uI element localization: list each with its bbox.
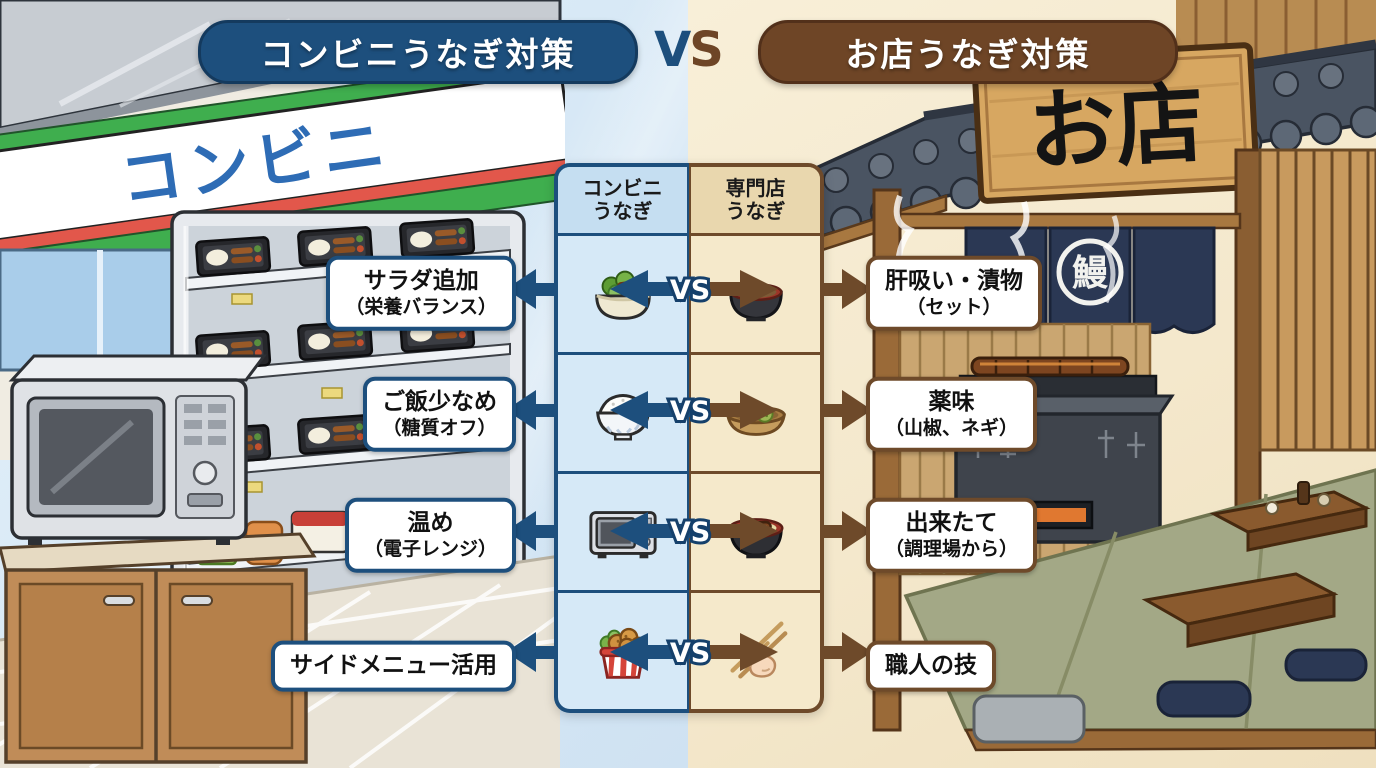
label-line1: ご飯少なめ [382, 388, 497, 415]
grilled-eel [970, 356, 1130, 377]
label-line1: サイドメニュー活用 [290, 652, 497, 679]
vs-label: VS [670, 638, 710, 669]
convenience-banner: コンビニうなぎ対策 [198, 20, 638, 84]
label-line2: （調理場から） [885, 537, 1019, 560]
vs-arrows-row1: VS [506, 269, 872, 309]
shop-banner: お店うなぎ対策 [758, 20, 1178, 84]
label-side-menu: サイドメニュー活用 [271, 640, 516, 692]
label-line1: 薬味 [928, 388, 975, 415]
header-line: コンビニ [582, 176, 663, 200]
label-line2: （糖質オフ） [382, 416, 497, 439]
header-line: 専門店 [725, 176, 786, 200]
label-line1: 職人の技 [885, 652, 977, 679]
vs-arrows-row2: VS [506, 390, 872, 430]
label-freshly-made: 出来たて （調理場から） [866, 497, 1038, 573]
vs-label: VS [670, 396, 710, 427]
convenience-column-header: コンビニ うなぎ [558, 167, 687, 236]
soy-sauce-bottle [1297, 481, 1310, 505]
floor-cushion [1284, 648, 1368, 682]
label-line2: （栄養バランス） [345, 295, 497, 318]
floor-cushion [1156, 680, 1252, 718]
label-line1: 肝吸い・漬物 [885, 267, 1023, 294]
label-kimosui-pickles: 肝吸い・漬物 （セット） [866, 255, 1042, 331]
low-table-near [1141, 572, 1339, 648]
label-salad-addition: サラダ追加 （栄養バランス） [326, 255, 516, 331]
condiment-jar [1317, 493, 1331, 507]
label-reheat: 温め （電子レンジ） [344, 497, 516, 573]
teacup [1265, 501, 1279, 515]
stone-step [972, 694, 1086, 744]
vs-s: S [689, 22, 724, 78]
lattice-wall [1258, 148, 1376, 452]
noren-crest-circle [1056, 238, 1124, 306]
noren-crest-kanji: 鰻 [1072, 253, 1109, 294]
vs-heading: VS [636, 22, 740, 78]
steam [1102, 215, 1120, 304]
header-line: うなぎ [592, 199, 653, 223]
vs-v: V [654, 22, 691, 78]
specialty-column-header: 専門店 うなぎ [691, 167, 820, 236]
label-line2: （山椒、ネギ） [885, 416, 1019, 439]
shop-sign-text: お店 [1025, 70, 1206, 183]
specialty-column: 専門店 うなぎ [689, 163, 824, 713]
label-line1: 出来たて [905, 509, 998, 536]
vs-label: VS [670, 275, 710, 306]
microwave-control-panel [175, 395, 235, 519]
vs-arrows-row4: VS [506, 632, 872, 672]
charcoal-glow [1032, 508, 1086, 522]
vs-label: VS [670, 517, 710, 548]
label-less-rice: ご飯少なめ （糖質オフ） [363, 376, 516, 452]
convenience-store-illustration: コンビニ [0, 0, 565, 768]
microwave [8, 354, 267, 545]
label-condiments: 薬味 （山椒、ネギ） [866, 376, 1038, 452]
label-line2: （電子レンジ） [363, 537, 497, 560]
label-artisan-skill: 職人の技 [866, 640, 996, 692]
label-line1: サラダ追加 [363, 267, 479, 294]
vs-arrows-row3: VS [506, 511, 872, 551]
label-line1: 温め [407, 509, 454, 536]
label-line2: （セット） [906, 295, 1002, 318]
low-table-far [1209, 481, 1371, 552]
header-line: うなぎ [725, 199, 786, 223]
shop-sign-board: お店 [971, 42, 1260, 204]
